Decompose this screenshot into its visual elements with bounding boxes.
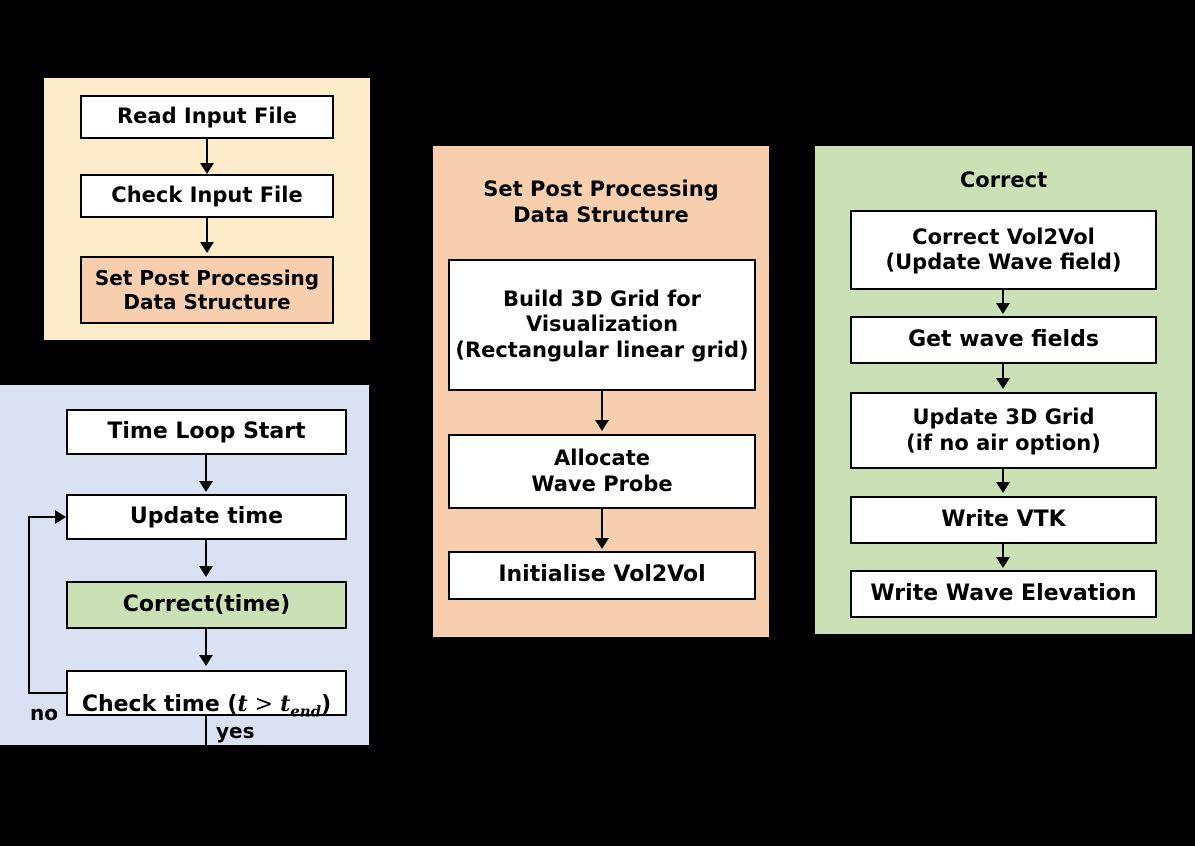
- arrowhead-icon: [996, 303, 1010, 314]
- panel-title-set-post-processing: Set Post Processing Data Structure: [483, 177, 719, 227]
- node-write-vtk[interactable]: Write VTK: [850, 496, 1157, 544]
- arrowhead-icon: [595, 538, 609, 549]
- node-label: Check Input File: [111, 183, 303, 208]
- check-time-variable2: tend: [280, 691, 322, 721]
- edge-label-no: no: [30, 701, 58, 725]
- arrowhead-icon: [996, 482, 1010, 493]
- connector-correct-to-checktime: [205, 629, 207, 658]
- check-time-variable: t: [237, 691, 248, 718]
- arrowhead-icon: [595, 420, 609, 431]
- arrowhead-icon: [55, 510, 66, 524]
- node-label: Check time (t > tend): [82, 665, 331, 722]
- connector-read-to-check: [206, 139, 208, 165]
- panel-title-correct: Correct: [959, 168, 1048, 192]
- node-initialise-vol2vol[interactable]: Initialise Vol2Vol: [448, 551, 756, 600]
- node-time-loop-start[interactable]: Time Loop Start: [66, 409, 347, 455]
- node-label: Update 3D Grid (if no air option): [906, 405, 1101, 455]
- node-label: Write Wave Elevation: [870, 580, 1137, 606]
- node-label: Correct(time): [122, 591, 291, 617]
- arrowhead-icon: [996, 378, 1010, 389]
- connector-update-to-correct: [205, 540, 207, 568]
- node-build-3d-grid[interactable]: Build 3D Grid for Visualization (Rectang…: [448, 259, 756, 391]
- arrowhead-icon: [200, 163, 214, 174]
- node-label: Correct Vol2Vol (Update Wave field): [885, 224, 1122, 274]
- connector-correctvol-to-getwave: [1002, 290, 1004, 305]
- arrowhead-icon: [199, 566, 213, 577]
- node-label: Set Post Processing Data Structure: [94, 266, 320, 314]
- node-label: Get wave fields: [908, 326, 1099, 352]
- arrowhead-icon: [199, 655, 213, 666]
- node-check-input-file[interactable]: Check Input File: [80, 174, 334, 218]
- arrowhead-icon: [199, 481, 213, 492]
- node-check-time[interactable]: Check time (t > tend): [66, 670, 347, 720]
- connector-build-to-allocate: [601, 391, 603, 423]
- check-time-suffix: ): [321, 692, 332, 718]
- connector-getwave-to-update3d: [1002, 364, 1004, 380]
- connector-start-to-update: [205, 455, 207, 483]
- node-read-input-file[interactable]: Read Input File: [80, 95, 334, 139]
- connector-no-segment-h-in: [28, 516, 58, 518]
- check-time-subscript: end: [290, 702, 322, 721]
- node-set-post-processing-data-structure[interactable]: Set Post Processing Data Structure: [80, 256, 334, 324]
- arrowhead-icon: [200, 242, 214, 253]
- node-label: Initialise Vol2Vol: [498, 562, 706, 588]
- connector-check-to-setpost: [206, 218, 208, 244]
- connector-writevtk-to-writewave: [1002, 544, 1004, 559]
- connector-no-segment-h-out: [28, 692, 66, 694]
- node-update-3d-grid[interactable]: Update 3D Grid (if no air option): [850, 392, 1157, 469]
- node-label: Allocate Wave Probe: [531, 446, 673, 496]
- node-label: Update time: [129, 503, 284, 529]
- node-get-wave-fields[interactable]: Get wave fields: [850, 316, 1157, 364]
- arrowhead-icon: [996, 557, 1010, 568]
- node-label: Write VTK: [941, 506, 1066, 532]
- check-time-prefix: Check time (: [81, 692, 238, 718]
- node-update-time[interactable]: Update time: [66, 494, 347, 540]
- node-label: Time Loop Start: [107, 418, 306, 444]
- edge-label-yes: yes: [216, 719, 255, 743]
- node-write-wave-elevation[interactable]: Write Wave Elevation: [850, 570, 1157, 618]
- connector-update3d-to-writevtk: [1002, 469, 1004, 484]
- check-time-operator: >: [247, 692, 281, 718]
- node-label: Build 3D Grid for Visualization (Rectang…: [455, 287, 749, 362]
- node-label: Read Input File: [116, 104, 297, 129]
- node-correct-vol2vol[interactable]: Correct Vol2Vol (Update Wave field): [850, 210, 1157, 290]
- connector-allocate-to-initialise: [601, 509, 603, 541]
- node-allocate-wave-probe[interactable]: Allocate Wave Probe: [448, 434, 756, 509]
- connector-yes-segment: [205, 716, 207, 746]
- node-correct-time[interactable]: Correct(time): [66, 581, 347, 629]
- connector-no-segment-v: [28, 516, 30, 694]
